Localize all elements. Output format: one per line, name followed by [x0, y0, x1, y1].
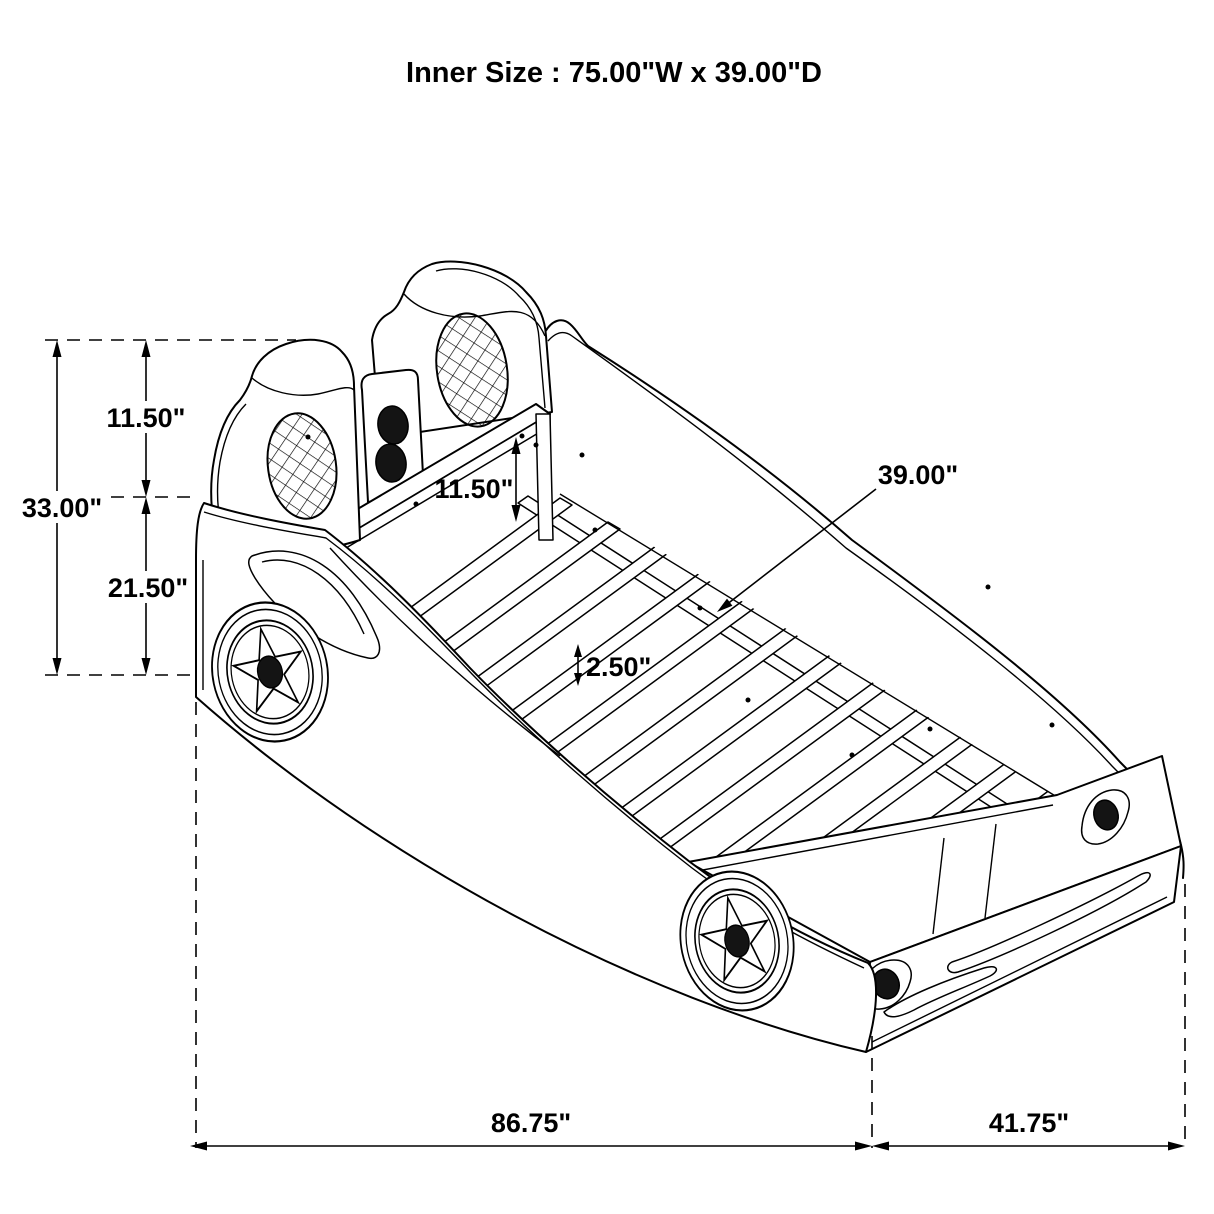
left-seat-cushion-crosshatch — [266, 412, 338, 520]
door-accent-line — [329, 547, 561, 757]
dimension-annotations: 33.00" 11.50" 21.50" 11.50" — [16, 339, 1186, 1151]
dim-front-length: 41.75" — [872, 1108, 1185, 1151]
dim-label-inner-width: 39.00" — [878, 460, 958, 490]
dim-label-upper-height: 11.50" — [107, 403, 186, 433]
headboard-left-seat — [210, 338, 361, 563]
cowl-divider-line — [984, 823, 997, 919]
right-seat-headrest-divider — [403, 293, 546, 337]
dim-label-lower-height: 21.50" — [108, 573, 188, 603]
air-intake-swoosh — [883, 965, 998, 1018]
dim-rail-height: 11.50" — [435, 437, 521, 522]
dim-overall-height: 33.00" — [16, 340, 108, 675]
dim-inner-width: 39.00" — [717, 460, 958, 612]
console-speaker-top — [377, 405, 409, 445]
right-seat-cushion-crosshatch — [435, 312, 509, 428]
dim-lower-height: 21.50" — [102, 497, 195, 675]
bumper-slot — [947, 871, 1151, 974]
dim-main-length: 86.75" — [190, 1108, 872, 1151]
dim-label-overall-height: 33.00" — [22, 493, 102, 523]
dim-label-main-length: 86.75" — [491, 1108, 571, 1138]
dim-upper-height: 11.50" — [100, 340, 193, 497]
console-speaker-bottom — [375, 443, 407, 483]
headboard-console — [360, 368, 425, 503]
right-headlight — [1080, 789, 1130, 845]
diagram-title: Inner Size : 75.00"W x 39.00"D — [406, 57, 822, 89]
deck-far-rail-edge — [559, 493, 1058, 798]
screw-hole-dots — [305, 433, 1055, 758]
rear-fender-spoiler — [247, 550, 381, 660]
headboard-post — [535, 413, 554, 541]
dim-slat-thickness: 2.50" — [574, 644, 651, 686]
left-seat-headrest-divider — [251, 377, 355, 396]
dim-label-slat-thickness: 2.50" — [586, 652, 651, 682]
dim-label-rail-height: 11.50" — [435, 474, 514, 504]
cowl-divider-line — [932, 837, 945, 935]
dim-label-front-length: 41.75" — [989, 1108, 1069, 1138]
headboard-rail — [321, 403, 554, 555]
hood-cowl-face — [687, 755, 1182, 963]
